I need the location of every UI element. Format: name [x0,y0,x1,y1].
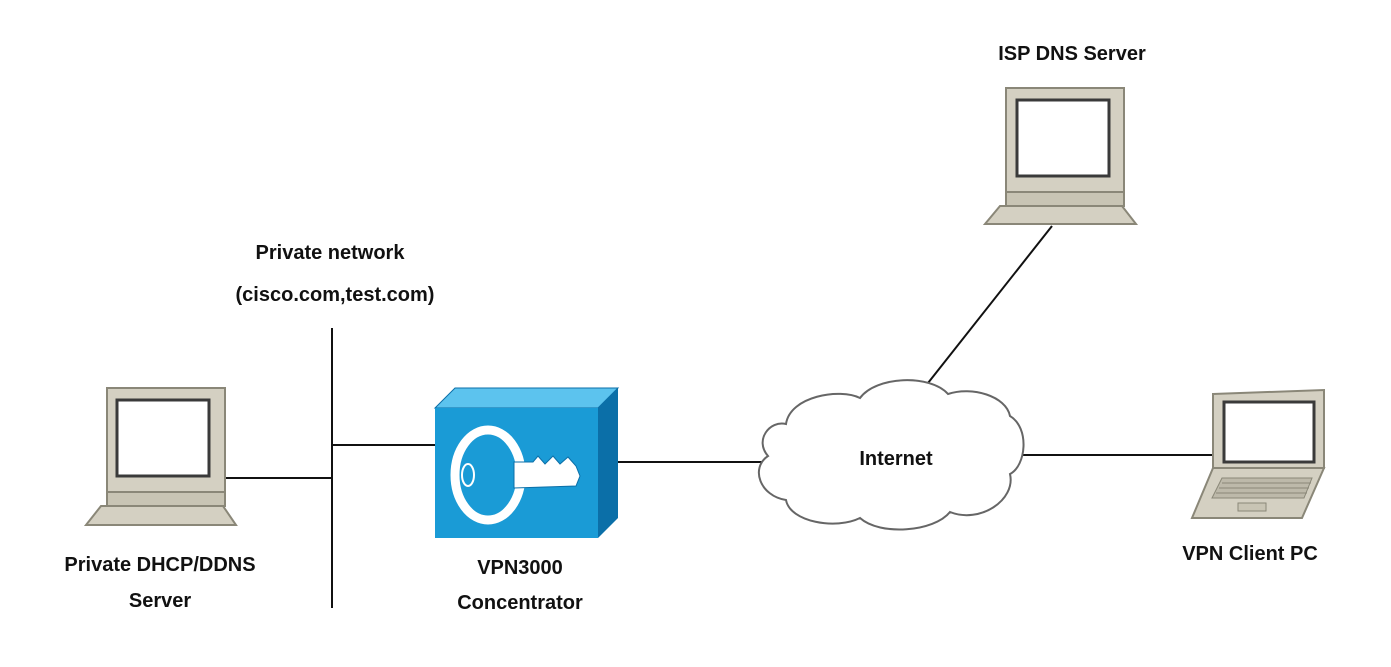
concentrator-label-line2: Concentrator [457,592,583,614]
internet-label: Internet [859,448,933,470]
link-internet-to-isp-dns [927,225,1053,384]
key-icon [450,425,581,525]
private-network-label: Private network [255,242,405,264]
internet-cloud [757,379,1025,531]
concentrator-label-line1: VPN3000 [477,557,563,579]
dhcp-ddns-server-computer [83,387,238,526]
vpn3000-concentrator-device [433,387,620,538]
isp-dns-server-computer [982,87,1139,225]
links [225,225,1213,608]
dhcp-server-label-line1: Private DHCP/DDNS [64,554,256,576]
vpn-client-laptop [1190,388,1326,519]
vpn-client-pc-label: VPN Client PC [1182,543,1318,565]
isp-dns-server-label: ISP DNS Server [998,43,1146,65]
private-network-domains-label: (cisco.com,test.com) [235,284,435,306]
dhcp-server-label-line2: Server [128,590,192,612]
